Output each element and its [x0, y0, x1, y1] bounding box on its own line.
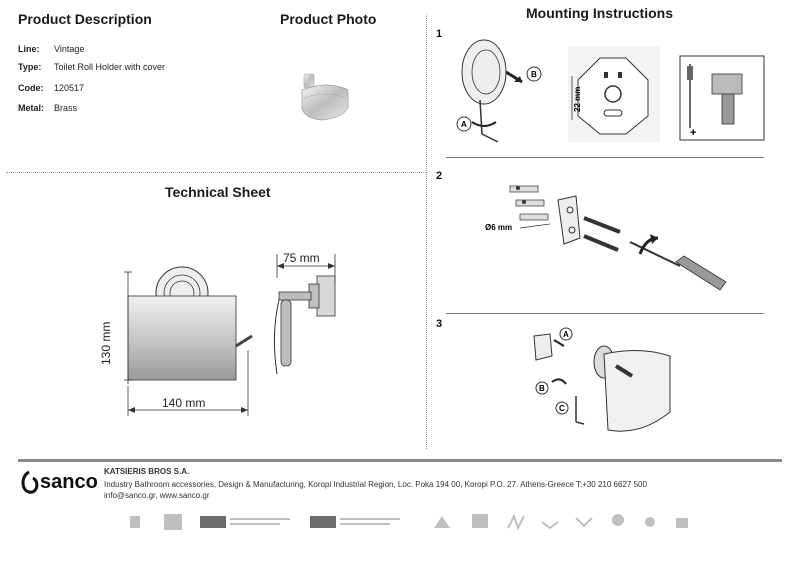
step-separator-1: [446, 157, 764, 158]
technical-sheet-heading: Technical Sheet: [165, 184, 271, 200]
certificate-icon: [575, 517, 593, 528]
marker-b: B: [531, 70, 537, 79]
svg-text:+: +: [690, 127, 696, 139]
marker-c: C: [559, 404, 565, 413]
brand-name: sanco: [40, 471, 98, 493]
mounting-instructions-heading: Mounting Instructions: [526, 5, 673, 21]
certificate-icon: [200, 516, 226, 528]
certificate-icon: [230, 523, 280, 525]
step-number-3: 3: [436, 318, 443, 330]
spec-metal: Metal:Brass: [18, 103, 78, 113]
company-contact: info@sanco.gr, www.sanco.gr: [104, 491, 210, 500]
certificate-icon: [472, 514, 488, 528]
height-dimension: 130 mm: [99, 322, 113, 365]
certificate-icon: [340, 518, 400, 520]
company-address: Industry Bathroom accessories, Design & …: [104, 480, 647, 489]
product-description-heading: Product Description: [18, 11, 152, 27]
certificate-icon: [612, 514, 624, 526]
spec-line: Line:Vintage: [18, 44, 85, 54]
horizontal-divider: [6, 172, 426, 173]
certificate-icon: [310, 516, 336, 528]
marker-a-step3: A: [563, 330, 569, 339]
technical-front-view: 140 mm 130 mm: [99, 266, 253, 416]
marker-b-step3: B: [539, 384, 545, 393]
certificate-icon: [676, 518, 688, 528]
certificate-icon: [541, 521, 559, 530]
step-number-2: 2: [436, 170, 443, 182]
step-1-illustration: B A 22 mm +: [456, 39, 765, 143]
vertical-divider: [426, 14, 427, 449]
plate-dimension: 22 mm: [573, 87, 582, 112]
certificate-icon: [645, 517, 655, 527]
certification-badges: [130, 513, 688, 531]
width-dimension: 140 mm: [162, 396, 205, 410]
company-info: KATSIERIS BROS S.A. Industry Bathroom ac…: [104, 466, 647, 501]
product-photo: [301, 73, 349, 121]
certificate-icon: [434, 516, 450, 528]
step-separator-2: [446, 313, 764, 314]
spec-type: Type:Toilet Roll Holder with cover: [18, 62, 166, 72]
drill-dimension: Ø6 mm: [485, 223, 512, 232]
certificate-icon: [130, 516, 140, 528]
certificate-icon: [164, 514, 182, 530]
depth-dimension: 75 mm: [283, 251, 320, 265]
spec-code: Code:120517: [18, 83, 85, 93]
certificate-icon: [507, 513, 525, 531]
product-photo-heading: Product Photo: [280, 11, 377, 27]
company-name: KATSIERIS BROS S.A.: [104, 467, 190, 476]
sanco-logo: sanco: [21, 470, 98, 494]
step-number-1: 1: [436, 28, 443, 40]
marker-a: A: [461, 120, 467, 129]
footer-divider: [18, 459, 782, 462]
certificate-icon: [230, 518, 290, 520]
step-2-illustration: Ø6 mm: [485, 185, 727, 291]
technical-side-view: 75 mm: [273, 251, 336, 375]
certificate-icon: [340, 523, 390, 525]
step-3-illustration: A B C: [533, 327, 671, 432]
